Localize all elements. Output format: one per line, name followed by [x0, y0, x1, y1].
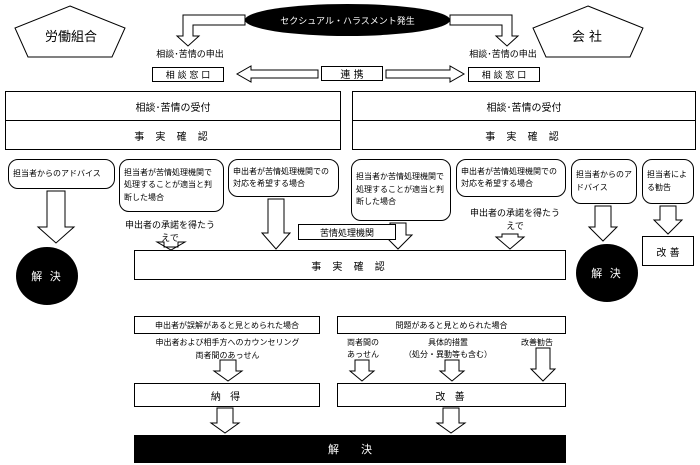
improve-outcome-box: 改 善: [337, 383, 566, 407]
final-resolve-bar: 解 決: [134, 435, 566, 463]
arrow-right-consent-to-fact: [494, 233, 526, 250]
event-ellipse: セクシュアル・ハラスメント発生: [245, 4, 450, 36]
arrow-link-left: [235, 65, 319, 83]
arrow-link-right: [385, 65, 466, 83]
arrow-event-to-company: [449, 14, 520, 47]
left-request-label: 相談･苦情の申出: [156, 50, 224, 60]
arrow-accept-to-final: [209, 407, 241, 434]
arrow-left-consent-to-fact: [155, 241, 187, 251]
counseling-label: 申出者および相手方へのカウンセリング: [155, 338, 300, 347]
right-window-box: 相 談 窓 口: [468, 67, 540, 82]
left-window-box: 相 談 窓 口: [152, 67, 224, 82]
arrow-left-advice-to-resolve: [36, 190, 76, 244]
company-pentagon: [532, 5, 644, 58]
union-label: 労働組合: [44, 30, 97, 45]
arrow-concrete-to-improve: [438, 359, 466, 382]
concrete-measure-label: 具体的措置 （処分・異動等も含む）: [404, 338, 492, 360]
arrow-right-advice-to-resolve: [587, 205, 619, 242]
right-fact-check-box: 事 実 確 認: [352, 120, 696, 150]
left-fact-check-box: 事 実 確 認: [5, 120, 341, 150]
left-accept-box: 相談･苦情の受付: [5, 91, 341, 121]
left-resolve-circle: 解 決: [16, 247, 78, 305]
right-option-org-appropriate: 担当者か苦情処理機関で処理することが適当と判断した場合: [351, 159, 451, 221]
link-box: 連 携: [321, 66, 383, 81]
mediation-label: 両者間の あっせん: [347, 338, 379, 360]
arrow-event-to-union: [175, 14, 246, 47]
complaint-org-box: 苦情処理機関: [298, 224, 396, 240]
center-fact-check-box: 事 実 確 認: [134, 250, 566, 280]
company-label: 会 社: [571, 30, 603, 45]
right-option-recommend: 担当者による勧告: [642, 159, 694, 204]
recommend-label: 改善勧告: [521, 338, 553, 347]
left-option-org-wish: 申出者が苦情処理機関での対応を希望する場合: [228, 159, 339, 197]
arrow-recommend-to-improve: [529, 347, 557, 382]
left-option-advice: 担当者からのアドバイス: [8, 159, 115, 189]
right-accept-box: 相談･苦情の受付: [352, 91, 696, 121]
arrow-improve-to-final: [435, 407, 467, 434]
problem-box: 問題があると見とめられた場合: [337, 316, 566, 334]
mediation-both-label: 両者間のあっせん: [195, 351, 260, 360]
right-improve-box: 改 善: [642, 236, 694, 266]
accept-outcome-box: 納 得: [134, 383, 320, 407]
left-option-org-appropriate: 担当者が苦情処理機関で処理することが適当と判断した場合: [119, 159, 224, 212]
arrow-mediation-to-improve: [348, 359, 376, 382]
arrow-right-recommend-to-improve: [652, 205, 684, 235]
right-resolve-circle: 解 決: [576, 244, 638, 302]
arrow-left-orgwish-to-fact: [260, 198, 292, 250]
union-pentagon: [14, 5, 126, 58]
right-request-label: 相談･苦情の申出: [469, 50, 537, 60]
left-consent-label: 申出者の承諾を得たうえで: [125, 221, 216, 244]
event-label: セクシュアル・ハラスメント発生: [280, 16, 415, 27]
right-consent-label: 申出者の承諾を得たうえで: [470, 209, 561, 232]
arrow-counseling-to-accept: [212, 359, 244, 382]
right-option-org-wish: 申出者が苦情処理機関での対応を希望する場合: [456, 159, 566, 197]
misunderstanding-box: 申出者が誤解があると見とめられた場合: [134, 316, 320, 334]
right-option-advice: 担当者からのアドバイス: [571, 159, 637, 204]
